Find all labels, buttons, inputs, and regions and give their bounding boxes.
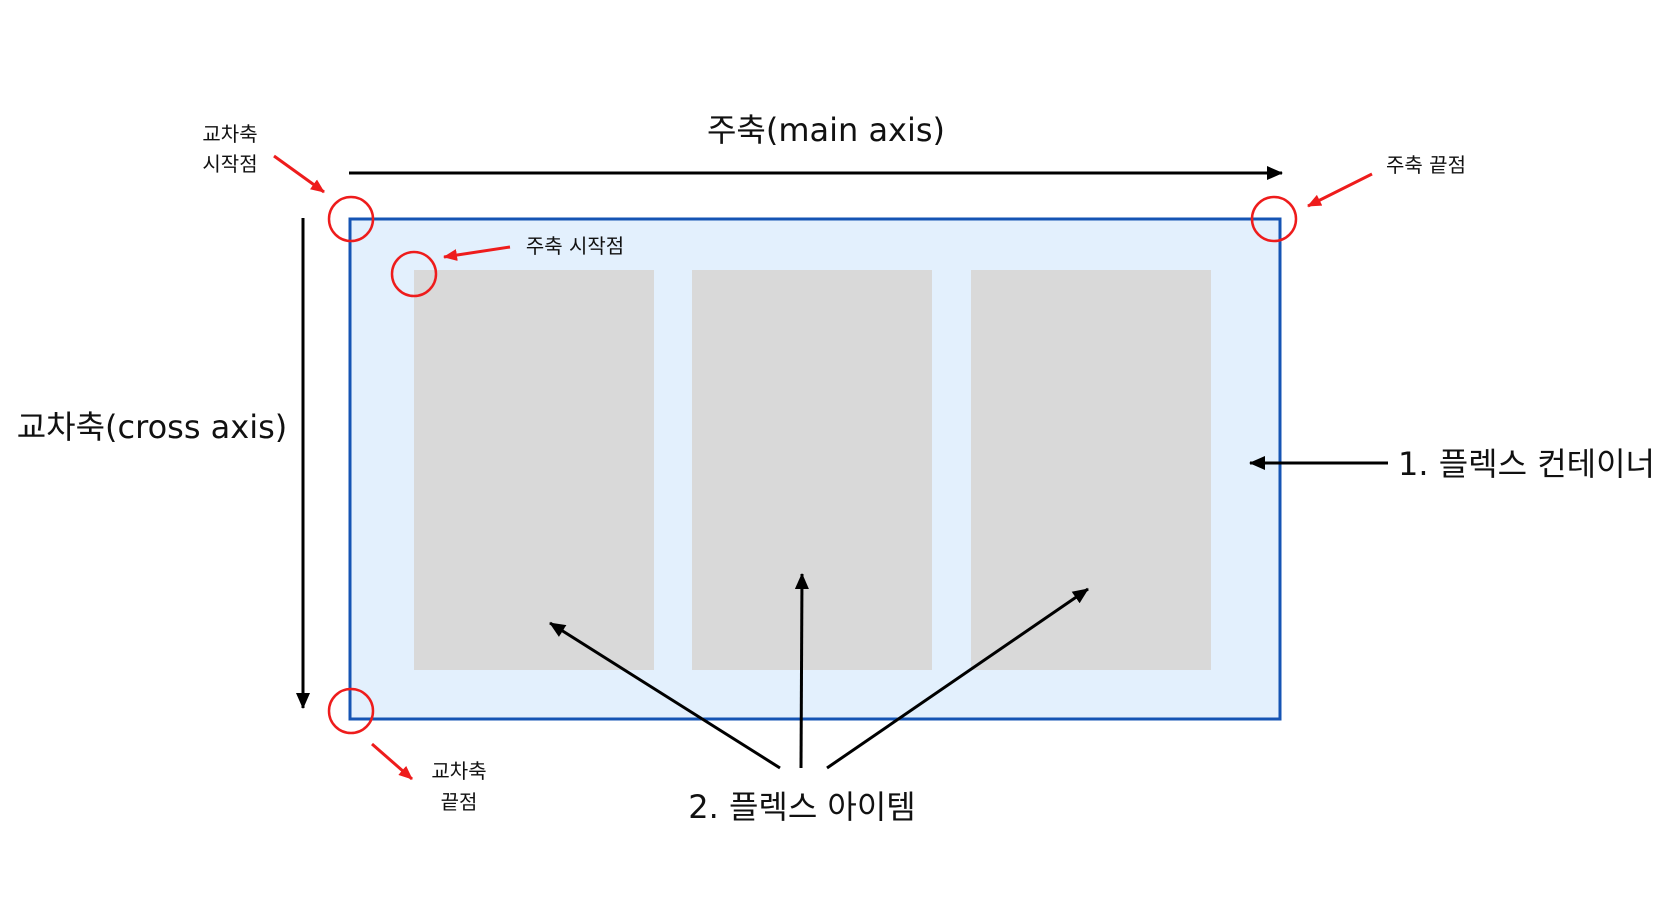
flex-item-pointer-3 (826, 587, 1089, 770)
cross-end-pointer (371, 742, 413, 781)
main-end-marker (1250, 195, 1298, 243)
cross-end-label-line2: 끝점 (441, 790, 478, 814)
cross-start-pointer (273, 154, 325, 194)
flex-items-label: 2. 플렉스 아이템 (688, 788, 916, 826)
cross-start-marker (327, 195, 375, 243)
flex-item-3 (971, 270, 1211, 670)
flex-container-label: 1. 플렉스 컨테이너 (1398, 445, 1655, 483)
flex-item-1 (414, 270, 654, 670)
cross-start-label-line1: 교차축 (202, 122, 257, 146)
cross-end-label-line1: 교차축 (431, 759, 486, 783)
main-end-label: 주축 끝점 (1386, 153, 1466, 177)
flex-item-2 (692, 270, 932, 670)
flex-item-pointer-2 (794, 573, 809, 769)
cross-start-label-line2: 시작점 (202, 152, 257, 176)
main-start-pointer (443, 245, 511, 261)
cross-axis-label: 교차축(cross axis) (17, 408, 288, 446)
main-start-label: 주축 시작점 (526, 234, 624, 258)
flex-item-pointer-1 (549, 621, 781, 770)
main-end-pointer (1307, 172, 1373, 208)
main-axis-label: 주축(main axis) (707, 111, 945, 149)
main-start-marker (390, 250, 438, 298)
cross-end-marker (327, 687, 375, 735)
